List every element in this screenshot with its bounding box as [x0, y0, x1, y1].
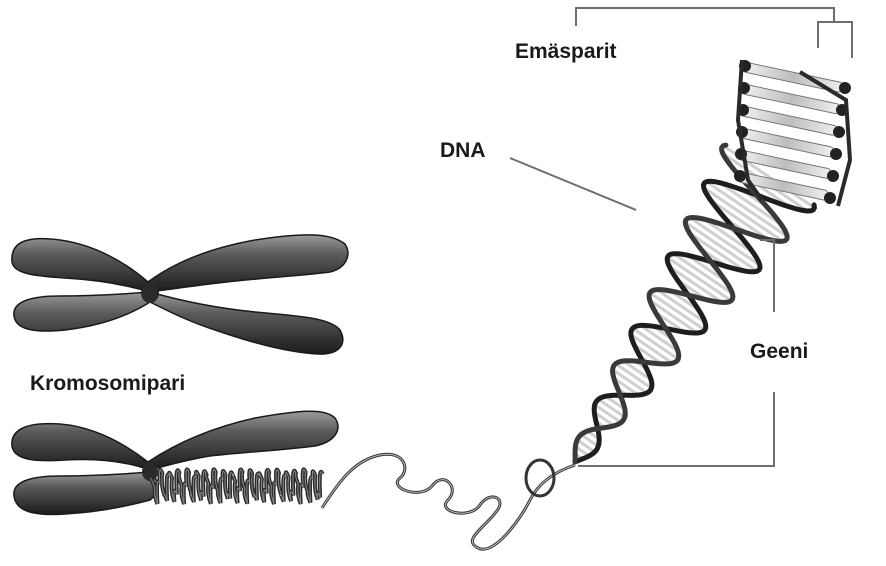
base-pair-ladder [734, 60, 851, 206]
chromatin-tangle [150, 469, 323, 504]
dna-label: DNA [440, 139, 486, 162]
phosphate-node-right [827, 170, 839, 182]
phosphate-node-right [824, 192, 836, 204]
dna-pointer-line [510, 158, 636, 210]
phosphate-node-left [734, 170, 746, 182]
chromatin-fiber [322, 454, 575, 549]
centromere-upper [141, 283, 159, 303]
chromatid-upper-2 [14, 292, 343, 354]
phosphate-node-right [833, 126, 845, 138]
gene-label: Geeni [750, 340, 808, 363]
chromatid-upper-1 [12, 235, 348, 292]
base-pairs-label: Emäsparit [515, 40, 617, 63]
dna-double-helix [575, 145, 814, 462]
chromatin-fiber-inner [322, 454, 575, 549]
chromatid-lower-1 [12, 411, 338, 470]
chromosome-lower [12, 411, 338, 514]
base-pairs-bracket [576, 8, 834, 26]
phosphate-node-right [839, 82, 851, 94]
chromosome-upper [12, 235, 348, 354]
chromosome-pair-label: Kromosomipari [30, 372, 185, 395]
chromatid-lower-2 [14, 472, 158, 514]
phosphate-node-right [830, 148, 842, 160]
base-pairs-bracket-inner [818, 22, 852, 58]
gene-bracket [760, 240, 774, 312]
